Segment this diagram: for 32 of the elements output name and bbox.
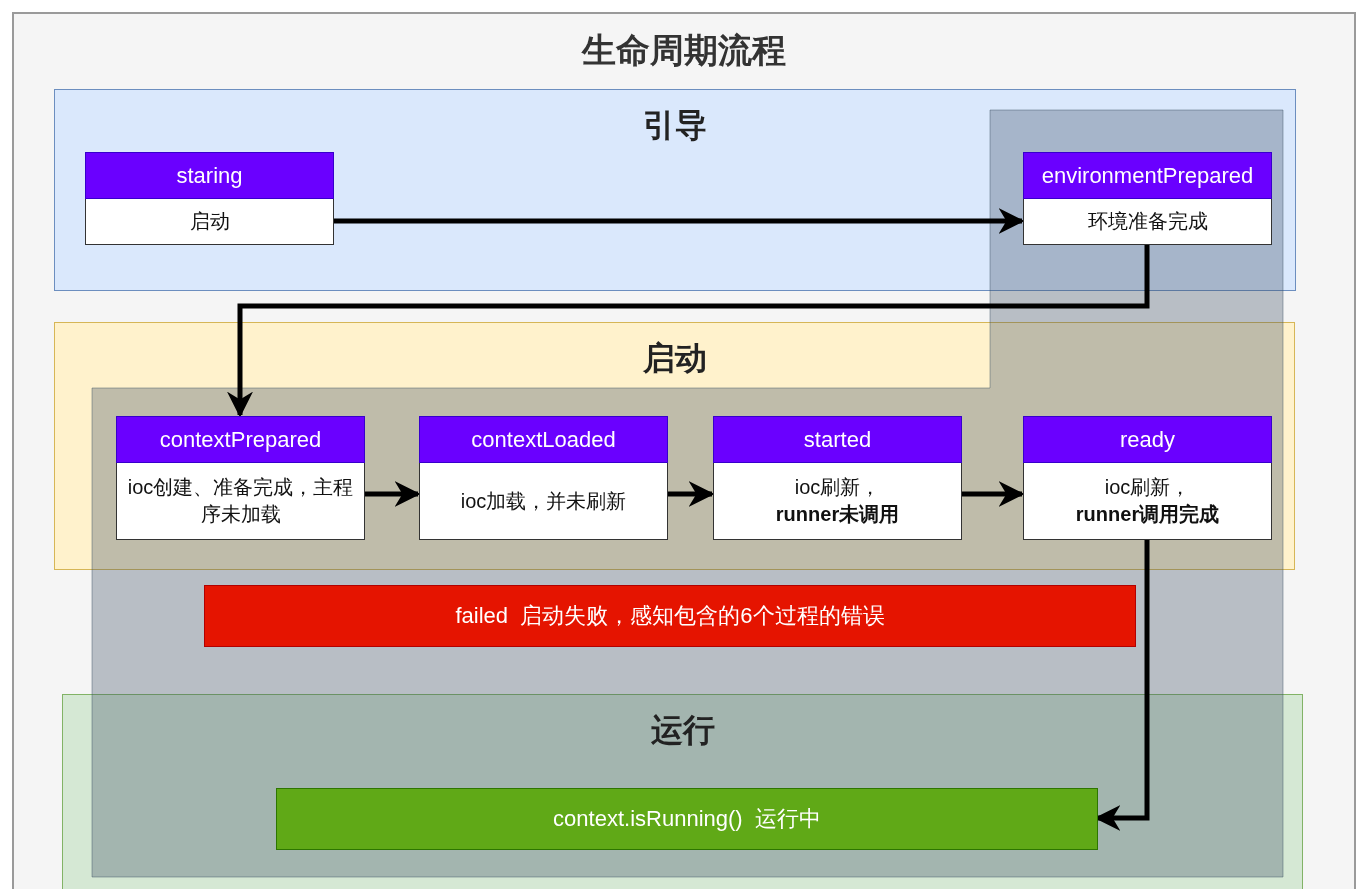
box-text: ioc创建、准备完成，主程序未加载 <box>126 475 355 527</box>
box-text: 启动 <box>188 209 231 234</box>
arrow <box>961 481 1025 507</box>
box-header: started <box>713 416 962 463</box>
band-title: 引导 <box>642 106 708 145</box>
swimlane-band <box>54 322 1295 570</box>
box-text: ioc加载，并未刷新 <box>459 488 628 514</box>
arrow <box>364 481 421 507</box>
box-header: environmentPrepared <box>1023 152 1272 199</box>
box-header: contextPrepared <box>116 416 365 463</box>
arrow <box>667 481 715 507</box>
box-header: ready <box>1023 416 1272 463</box>
process-box <box>1023 152 1272 245</box>
box-text: ioc刷新，runner调用完成 <box>1074 475 1221 527</box>
process-box <box>116 416 365 540</box>
process-box <box>85 152 334 245</box>
arrow <box>227 244 1150 418</box>
swimlane-band <box>62 694 1303 889</box>
band-title: 运行 <box>649 711 716 750</box>
swimlane-band <box>54 89 1296 291</box>
box-text: ioc刷新，runner未调用 <box>774 475 901 527</box>
band-title: 启动 <box>641 339 708 378</box>
box-header: contextLoaded <box>419 416 668 463</box>
status-bar: failed 启动失败，感知包含的6个过程的错误 <box>204 585 1136 647</box>
box-header: staring <box>85 152 334 199</box>
box-text: 环境准备完成 <box>1086 209 1209 234</box>
status-bar: context.isRunning() 运行中 <box>276 788 1098 850</box>
process-box <box>419 416 668 540</box>
diagram-title: 生命周期流程 <box>580 30 787 71</box>
process-box <box>713 416 962 540</box>
arrow <box>333 208 1025 234</box>
process-box <box>1023 416 1272 540</box>
